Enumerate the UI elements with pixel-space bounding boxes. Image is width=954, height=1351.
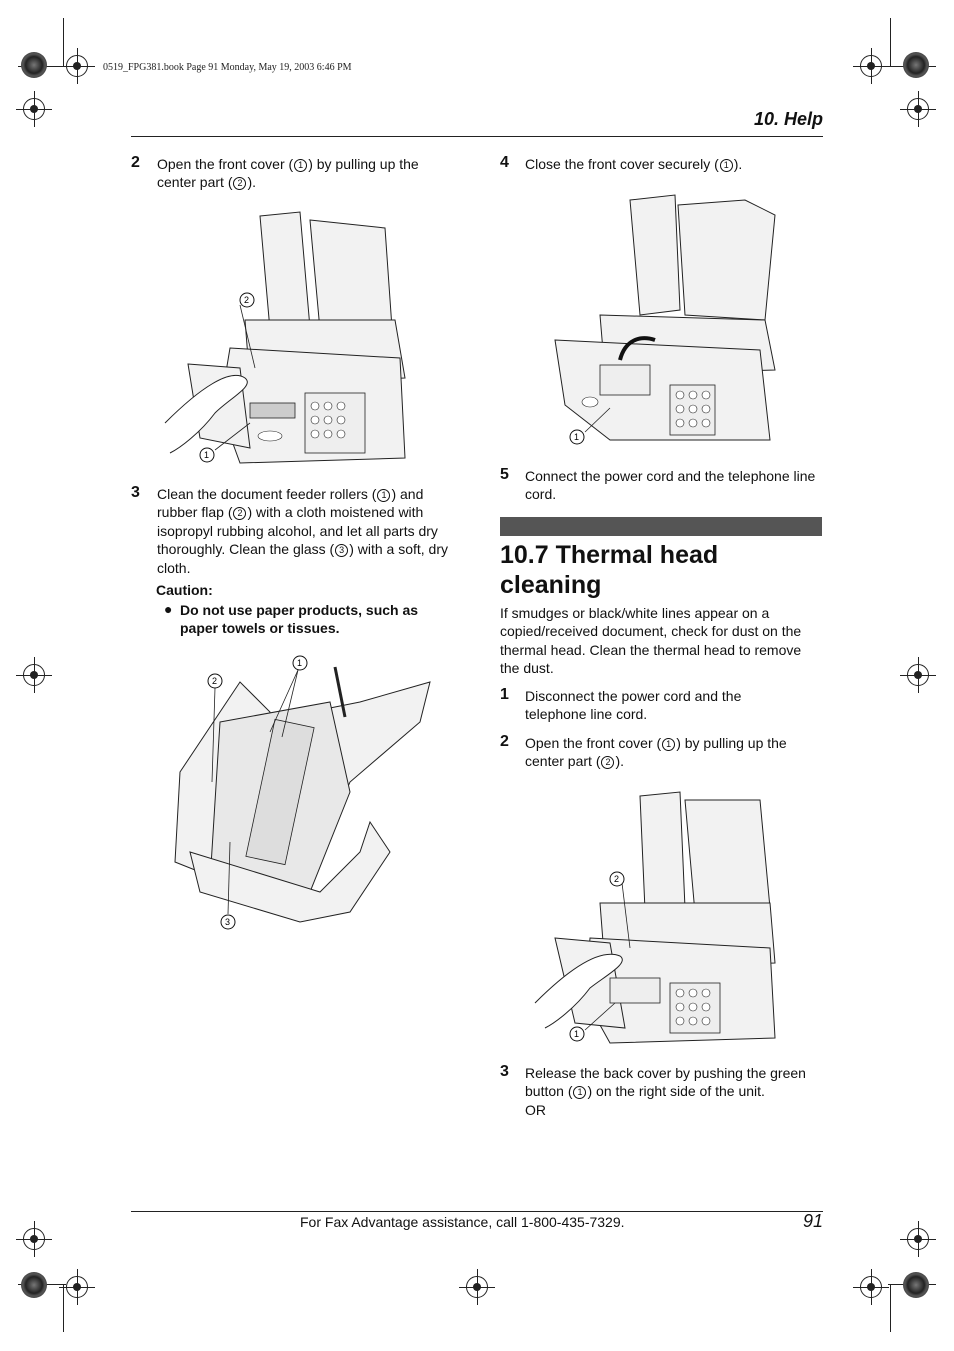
crop-mark <box>63 1284 64 1332</box>
section-intro: If smudges or black/white lines appear o… <box>500 605 802 677</box>
svg-text:1: 1 <box>204 450 209 460</box>
color-target-icon <box>21 1272 47 1298</box>
page-number: 91 <box>802 1211 823 1231</box>
fax-closed-cover-illustration: 1 <box>554 194 776 445</box>
section-bar <box>500 517 822 536</box>
svg-text:2: 2 <box>212 676 217 686</box>
registration-mark-icon <box>900 657 936 693</box>
registration-mark-icon <box>459 1269 495 1305</box>
svg-text:2: 2 <box>244 295 249 305</box>
header-rule <box>131 136 823 137</box>
callout-number: 2 <box>233 177 247 191</box>
step-text: Open the front cover (1) by pulling up t… <box>525 735 787 770</box>
callout-number: 1 <box>662 738 676 751</box>
callout-number: 1 <box>294 159 308 172</box>
step-text: Close the front cover securely (1). <box>525 156 743 172</box>
color-target-icon <box>21 52 47 78</box>
color-target-icon <box>903 1272 929 1298</box>
registration-mark-icon <box>853 1269 889 1305</box>
step-number: 1 <box>500 686 509 703</box>
step-number: 2 <box>500 733 509 750</box>
callout-number: 1 <box>719 159 733 172</box>
bullet-icon: ● <box>164 601 173 617</box>
step-text: Open the front cover (1) by pulling up t… <box>157 156 419 191</box>
crop-mark <box>890 18 891 66</box>
section-title: 10.7 Thermal head cleaning <box>500 541 719 599</box>
fax-rollers-illustration: 1 2 3 <box>174 655 431 930</box>
step-number: 3 <box>500 1063 509 1080</box>
svg-text:2: 2 <box>614 874 619 884</box>
callout-number: 3 <box>335 544 349 558</box>
callout-number: 1 <box>377 489 391 502</box>
step-number: 4 <box>500 154 509 171</box>
step-text: Disconnect the power cord and the teleph… <box>525 688 742 723</box>
registration-mark-icon <box>16 657 52 693</box>
callout-number: 2 <box>233 507 247 521</box>
svg-text:1: 1 <box>574 432 579 442</box>
step-number: 3 <box>131 484 140 501</box>
callout-number: 1 <box>573 1086 587 1100</box>
caution-text: Do not use paper products, such as paper… <box>180 602 419 637</box>
registration-mark-icon <box>16 91 52 127</box>
step-text: Clean the document feeder rollers (1) an… <box>157 486 448 576</box>
step-text: Connect the power cord and the telephone… <box>525 468 816 503</box>
registration-mark-icon <box>900 91 936 127</box>
footer-text: For Fax Advantage assistance, call 1-800… <box>300 1214 625 1230</box>
crop-mark <box>63 18 64 66</box>
crop-mark <box>890 1284 891 1332</box>
fax-open-cover-illustration: 2 1 <box>534 791 776 1044</box>
caution-title: Caution: <box>156 582 213 598</box>
step-number: 2 <box>131 154 140 171</box>
fax-open-cover-illustration: 2 1 <box>164 211 406 464</box>
footer-rule <box>131 1211 823 1212</box>
registration-mark-icon <box>900 1221 936 1257</box>
svg-text:3: 3 <box>225 917 230 927</box>
registration-mark-icon <box>59 1269 95 1305</box>
registration-mark-icon <box>16 1221 52 1257</box>
step-text: Release the back cover by pushing the gr… <box>525 1065 806 1118</box>
color-target-icon <box>903 52 929 78</box>
registration-mark-icon <box>853 48 889 84</box>
chapter-header: 10. Help <box>753 109 823 129</box>
step-number: 5 <box>500 466 509 483</box>
callout-number: 2 <box>601 756 615 770</box>
registration-mark-icon <box>59 48 95 84</box>
svg-text:1: 1 <box>297 658 302 668</box>
svg-text:1: 1 <box>574 1029 579 1039</box>
print-info: 0519_FPG381.book Page 91 Monday, May 19,… <box>103 62 352 73</box>
